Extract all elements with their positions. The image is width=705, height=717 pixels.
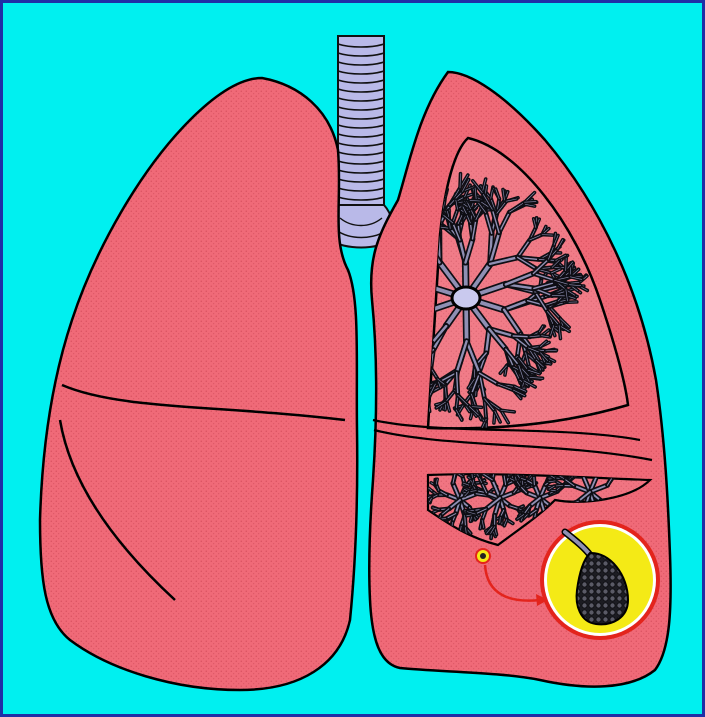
right-lung: [40, 78, 357, 690]
magnifier-icon: [540, 520, 660, 640]
highlight-point-icon: [476, 549, 490, 563]
